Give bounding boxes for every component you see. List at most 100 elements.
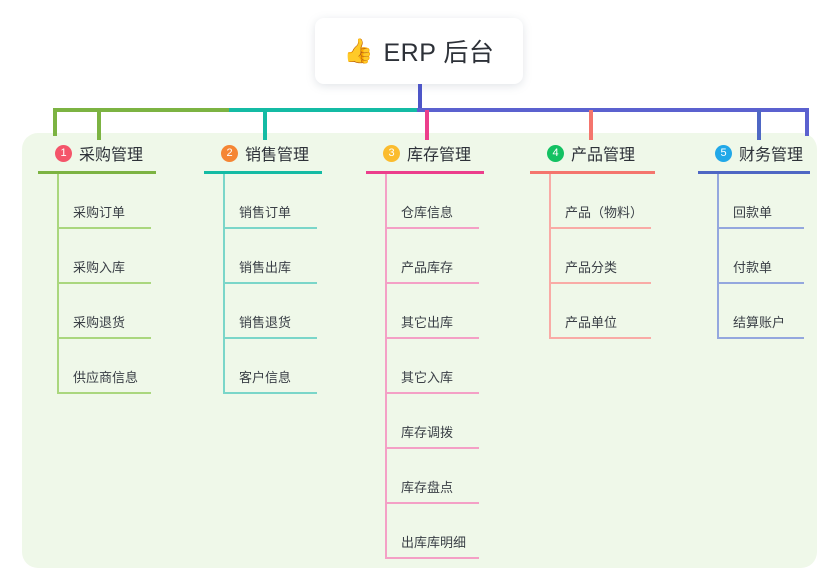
leaf-item-rule — [551, 282, 651, 284]
bus-cap-right — [805, 108, 809, 136]
leaf-item[interactable]: 其它出库 — [387, 284, 516, 339]
branch-spine — [717, 174, 719, 339]
branch-drop-connector-5 — [757, 110, 761, 140]
branch-spine — [549, 174, 551, 339]
leaf-item-label: 采购订单 — [73, 205, 126, 220]
leaf-item-label: 销售退货 — [239, 315, 292, 330]
branch-header-2[interactable]: 2 销售管理 — [204, 140, 354, 166]
branch-title: 销售管理 — [245, 147, 310, 164]
branch-header-rule — [698, 171, 810, 174]
branch-leaf-list: 采购订单采购入库采购退货供应商信息 — [38, 174, 188, 394]
leaf-item[interactable]: 付款单 — [719, 229, 828, 284]
leaf-item-label: 库存调拨 — [401, 425, 454, 440]
branch-title: 采购管理 — [79, 147, 144, 164]
leaf-item[interactable]: 采购入库 — [59, 229, 188, 284]
leaf-item-rule — [59, 337, 151, 339]
branch-drop-connector-3 — [425, 110, 429, 140]
branch-column-2: 2 销售管理销售订单销售出库销售退货客户信息 — [204, 140, 354, 394]
leaf-item-rule — [387, 447, 479, 449]
leaf-item-label: 库存盘点 — [401, 480, 454, 495]
leaf-item-label: 客户信息 — [239, 370, 292, 385]
branch-leaf-list: 回款单付款单结算账户 — [698, 174, 828, 339]
branch-drop-connector-1 — [97, 110, 101, 140]
leaf-item-rule — [387, 227, 479, 229]
leaf-item-label: 采购退货 — [73, 315, 126, 330]
thumbs-up-icon: 👍 — [343, 37, 374, 65]
leaf-item-label: 产品（物料） — [565, 205, 644, 220]
branch-header-rule — [530, 171, 655, 174]
branch-leaf-list: 销售订单销售出库销售退货客户信息 — [204, 174, 354, 394]
leaf-item-label: 产品库存 — [401, 260, 454, 275]
leaf-item[interactable]: 产品单位 — [551, 284, 690, 339]
leaf-item[interactable]: 采购订单 — [59, 174, 188, 229]
leaf-item-rule — [59, 282, 151, 284]
leaf-item[interactable]: 销售出库 — [225, 229, 354, 284]
leaf-item-rule — [387, 557, 479, 559]
leaf-item[interactable]: 产品（物料） — [551, 174, 690, 229]
branch-title: 产品管理 — [571, 147, 636, 164]
branch-spine — [223, 174, 225, 394]
bus-cap-left — [53, 108, 57, 136]
leaf-item[interactable]: 出库库明细 — [387, 504, 516, 559]
leaf-item[interactable]: 库存调拨 — [387, 394, 516, 449]
leaf-item-rule — [225, 392, 317, 394]
leaf-item[interactable]: 客户信息 — [225, 339, 354, 394]
branch-drop-connector-4 — [589, 110, 593, 140]
leaf-item-rule — [387, 282, 479, 284]
leaf-item-label: 结算账户 — [733, 315, 786, 330]
leaf-item-rule — [59, 392, 151, 394]
leaf-item[interactable]: 仓库信息 — [387, 174, 516, 229]
leaf-item[interactable]: 回款单 — [719, 174, 828, 229]
leaf-item-rule — [387, 392, 479, 394]
leaf-item[interactable]: 销售退货 — [225, 284, 354, 339]
branch-drop-connector-2 — [263, 110, 267, 140]
branch-header-rule — [204, 171, 322, 174]
leaf-item[interactable]: 产品库存 — [387, 229, 516, 284]
leaf-item[interactable]: 供应商信息 — [59, 339, 188, 394]
leaf-item-label: 产品分类 — [565, 260, 618, 275]
leaf-item-rule — [719, 282, 804, 284]
diagram-panel — [22, 133, 817, 568]
bus-segment-green — [53, 108, 231, 112]
leaf-item-label: 销售订单 — [239, 205, 292, 220]
leaf-item-label: 采购入库 — [73, 260, 126, 275]
branch-leaf-list: 产品（物料） 产品分类产品单位 — [530, 174, 690, 339]
root-node-content: 👍 ERP 后台 — [344, 33, 495, 69]
branch-spine — [385, 174, 387, 559]
branch-spine — [57, 174, 59, 394]
root-connector-stem — [418, 84, 422, 110]
leaf-item-label: 供应商信息 — [73, 370, 139, 385]
leaf-item-rule — [719, 337, 804, 339]
branch-title: 库存管理 — [407, 147, 472, 164]
branch-title: 财务管理 — [739, 147, 804, 164]
root-node-card[interactable]: 👍 ERP 后台 — [315, 18, 523, 84]
branch-number-badge: 2 — [221, 144, 238, 162]
leaf-item-rule — [225, 227, 317, 229]
leaf-item[interactable]: 其它入库 — [387, 339, 516, 394]
leaf-item-rule — [59, 227, 151, 229]
leaf-item[interactable]: 库存盘点 — [387, 449, 516, 504]
branch-header-rule — [38, 171, 156, 174]
leaf-item-label: 出库库明细 — [401, 535, 467, 550]
leaf-item-rule — [225, 337, 317, 339]
leaf-item-rule — [551, 227, 651, 229]
leaf-item[interactable]: 结算账户 — [719, 284, 828, 339]
bus-segment-teal — [229, 108, 421, 112]
leaf-item-rule — [387, 502, 479, 504]
leaf-item[interactable]: 销售订单 — [225, 174, 354, 229]
leaf-item-label: 其它出库 — [401, 315, 454, 330]
leaf-item-label: 仓库信息 — [401, 205, 454, 220]
leaf-item[interactable]: 产品分类 — [551, 229, 690, 284]
leaf-item[interactable]: 采购退货 — [59, 284, 188, 339]
leaf-item-rule — [387, 337, 479, 339]
leaf-item-label: 销售出库 — [239, 260, 292, 275]
leaf-item-label: 其它入库 — [401, 370, 454, 385]
